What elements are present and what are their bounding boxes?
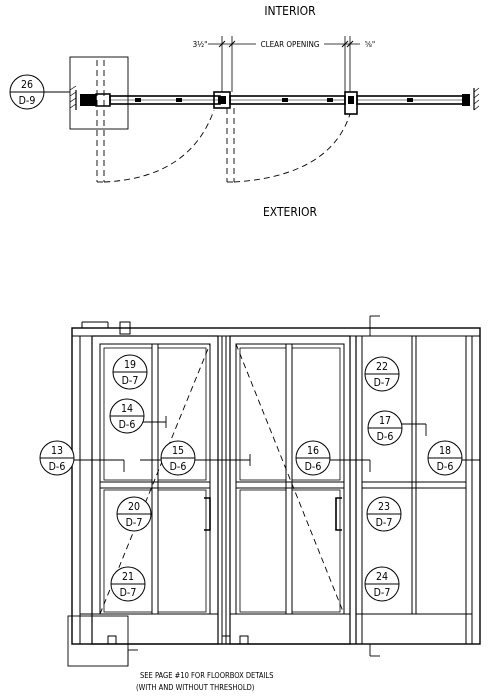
callout-22: 22 D-7: [364, 356, 400, 392]
door-swing-arcs: [96, 60, 351, 183]
svg-text:26: 26: [21, 79, 33, 91]
svg-text:D-9: D-9: [19, 95, 36, 107]
svg-text:D-7: D-7: [374, 587, 391, 599]
svg-text:D-6: D-6: [170, 461, 187, 473]
elevation-view: SEE PAGE #10 FOR FLOORBOX DETAILS (WITH …: [39, 315, 481, 692]
center-door-leaf: [221, 335, 351, 645]
svg-text:D-7: D-7: [126, 517, 143, 529]
svg-text:20: 20: [128, 501, 140, 513]
svg-text:21: 21: [122, 571, 134, 583]
floorbox-note-line1: SEE PAGE #10 FOR FLOORBOX DETAILS: [140, 671, 273, 680]
callout-19: 19 D-7: [112, 354, 148, 390]
svg-text:D-6: D-6: [119, 419, 136, 431]
dim-right-text: ⅝": [365, 40, 375, 49]
svg-text:19: 19: [124, 359, 136, 371]
callout-16: 16 D-6: [295, 440, 331, 476]
floorbox-note-line2: (WITH AND WITHOUT THRESHOLD): [136, 683, 255, 692]
clear-opening-text: CLEAR OPENING: [261, 40, 320, 49]
callout-13: 13 D-6: [39, 440, 75, 476]
svg-text:18: 18: [439, 445, 451, 457]
clear-opening-dimension: 3½" CLEAR OPENING ⅝": [193, 36, 375, 92]
exterior-label: EXTERIOR: [263, 205, 318, 219]
callout-26: 26 D-9: [9, 74, 70, 110]
callout-20: 20 D-7: [116, 496, 152, 532]
callout-14: 14 D-6: [109, 398, 145, 434]
svg-text:D-6: D-6: [437, 461, 454, 473]
svg-text:24: 24: [376, 571, 388, 583]
callout-17: 17 D-6: [367, 410, 403, 446]
callout-23: 23 D-7: [366, 496, 402, 532]
svg-text:16: 16: [307, 445, 319, 457]
svg-text:D-7: D-7: [120, 587, 137, 599]
svg-text:D-7: D-7: [374, 377, 391, 389]
left-door-leaf: [91, 321, 219, 645]
svg-text:22: 22: [376, 361, 388, 373]
callout-15: 15 D-6: [160, 440, 196, 476]
right-sidelite: [355, 336, 472, 644]
left-jamb-plan: [69, 56, 129, 130]
svg-text:D-6: D-6: [49, 461, 66, 473]
svg-text:D-7: D-7: [376, 517, 393, 529]
svg-text:D-6: D-6: [305, 461, 322, 473]
plan-view: INTERIOR 3½" CLEAR OPENING ⅝": [9, 4, 480, 219]
floorbox-note: SEE PAGE #10 FOR FLOORBOX DETAILS (WITH …: [67, 615, 273, 692]
svg-text:D-6: D-6: [377, 431, 394, 443]
svg-text:23: 23: [378, 501, 390, 513]
svg-text:14: 14: [121, 403, 133, 415]
svg-text:15: 15: [172, 445, 184, 457]
door-panels-plan: [109, 87, 480, 115]
callout-18: 18 D-6: [427, 440, 463, 476]
interior-label: INTERIOR: [264, 4, 316, 18]
svg-text:17: 17: [379, 415, 391, 427]
svg-text:13: 13: [51, 445, 63, 457]
svg-text:D-7: D-7: [122, 375, 139, 387]
dim-left-text: 3½": [193, 40, 208, 49]
callout-21: 21 D-7: [110, 566, 146, 602]
callout-24: 24 D-7: [364, 566, 400, 602]
